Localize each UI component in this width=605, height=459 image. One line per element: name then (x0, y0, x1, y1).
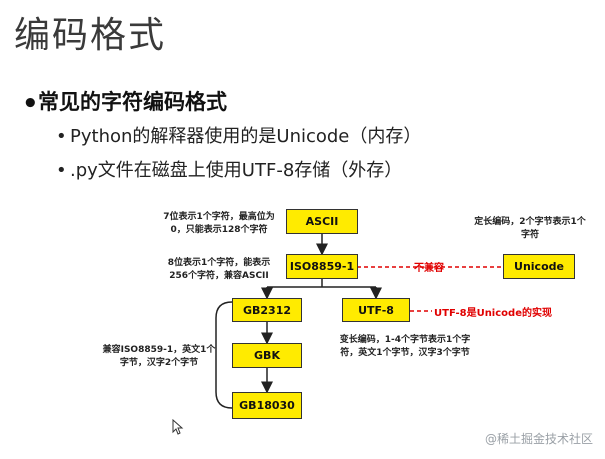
bullet-main: •常见的字符编码格式 (22, 86, 227, 119)
bullet-sub-1: •Python的解释器使用的是Unicode（内存） (56, 122, 421, 148)
bracket-gb-family (215, 301, 233, 409)
box-iso8859-1: ISO8859-1 (286, 254, 358, 279)
box-gbk: GBK (232, 343, 302, 368)
bullet-dot: • (56, 126, 67, 147)
bullet-sub-1-text: Python的解释器使用的是Unicode（内存） (70, 126, 422, 147)
bullet-dot: • (56, 160, 67, 181)
box-ascii: ASCII (286, 209, 358, 234)
label-utf8-implementation: UTF-8是Unicode的实现 (434, 308, 552, 319)
watermark: @稀土掘金技术社区 (484, 432, 593, 446)
bullet-sub-2-text: .py文件在磁盘上使用UTF-8存储（外存） (70, 160, 403, 181)
box-unicode: Unicode (503, 254, 575, 279)
bullet-sub-2: •.py文件在磁盘上使用UTF-8存储（外存） (56, 156, 402, 182)
mouse-cursor-icon (172, 419, 184, 435)
box-utf8: UTF-8 (342, 298, 410, 322)
note-iso8859-1: 8位表示1个字符，能表示256个字符，兼容ASCII (167, 258, 271, 281)
note-unicode: 定长编码，2个字节表示1个字符 (474, 217, 586, 240)
box-gb2312: GB2312 (232, 298, 302, 322)
bullet-dot: • (22, 89, 39, 119)
box-gb18030: GB18030 (232, 392, 302, 419)
note-utf8: 变长编码，1-4个字节表示1个字符，英文1个字节，汉字3个字节 (339, 335, 471, 358)
slide-title: 编码格式 (14, 15, 167, 56)
bullet-main-text: 常见的字符编码格式 (38, 90, 227, 114)
note-ascii: 7位表示1个字符，最高位为0，只能表示128个字符 (163, 212, 275, 235)
note-gbk: 兼容ISO8859-1，英文1个字节，汉字2个字节 (102, 345, 216, 368)
label-incompatible: 不兼容 (414, 263, 444, 274)
